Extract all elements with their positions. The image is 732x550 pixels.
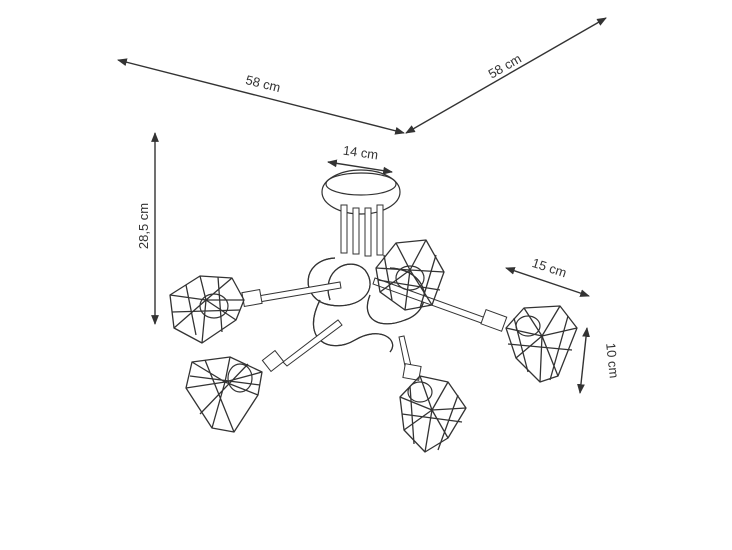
dimension-width-left: 58 cm bbox=[117, 58, 405, 135]
lamp-arms bbox=[241, 277, 508, 381]
lamp-rods bbox=[340, 204, 384, 257]
dimension-canopy: 14 cm bbox=[327, 143, 393, 175]
dimension-width-left-label: 58 cm bbox=[244, 72, 282, 95]
dimension-shade-width: 15 cm bbox=[505, 255, 590, 297]
lamp-canopy bbox=[321, 169, 401, 215]
cage-shade-lower-right bbox=[399, 375, 467, 453]
dimension-height-label: 28,5 cm bbox=[136, 203, 151, 249]
lamp-cable-loops bbox=[307, 257, 425, 353]
dimension-canopy-label: 14 cm bbox=[342, 143, 379, 163]
cage-shade-right bbox=[505, 305, 578, 383]
lamp-illustration bbox=[169, 169, 578, 453]
cage-shade-left bbox=[169, 275, 245, 344]
cage-shade-center bbox=[375, 239, 445, 311]
dimension-shade-width-label: 15 cm bbox=[530, 255, 568, 280]
cage-shade-lower-left bbox=[185, 356, 263, 433]
dimension-shade-height: 10 cm bbox=[577, 327, 622, 394]
dimension-width-right: 58 cm bbox=[405, 17, 607, 134]
dimension-shade-height-label: 10 cm bbox=[603, 342, 622, 379]
dimension-height: 28,5 cm bbox=[136, 132, 159, 325]
